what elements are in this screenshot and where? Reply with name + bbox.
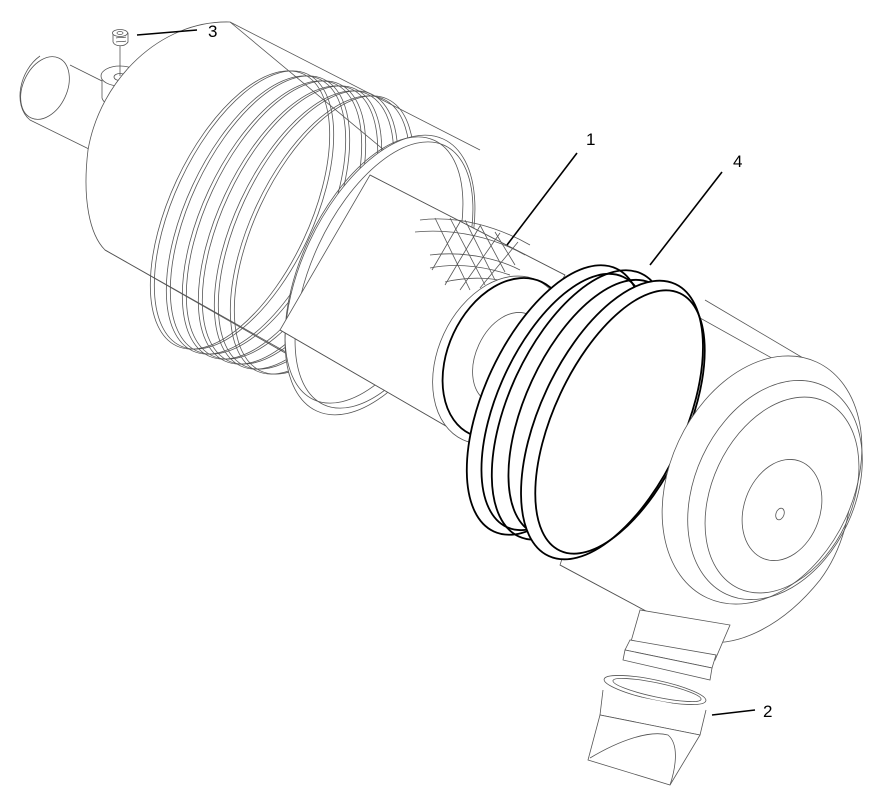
outlet-adapter <box>587 639 717 786</box>
leader-3 <box>136 29 198 36</box>
plug-screw <box>112 29 129 47</box>
callout-2: 2 <box>763 702 773 721</box>
leader-4 <box>649 171 723 266</box>
filter-mesh <box>414 217 531 291</box>
leader-2 <box>711 709 756 716</box>
callout-3: 3 <box>208 22 218 41</box>
leader-lines <box>136 29 756 716</box>
callout-1: 1 <box>586 130 596 149</box>
cover <box>520 279 863 661</box>
callout-4: 4 <box>733 152 743 171</box>
leader-1 <box>506 152 578 246</box>
